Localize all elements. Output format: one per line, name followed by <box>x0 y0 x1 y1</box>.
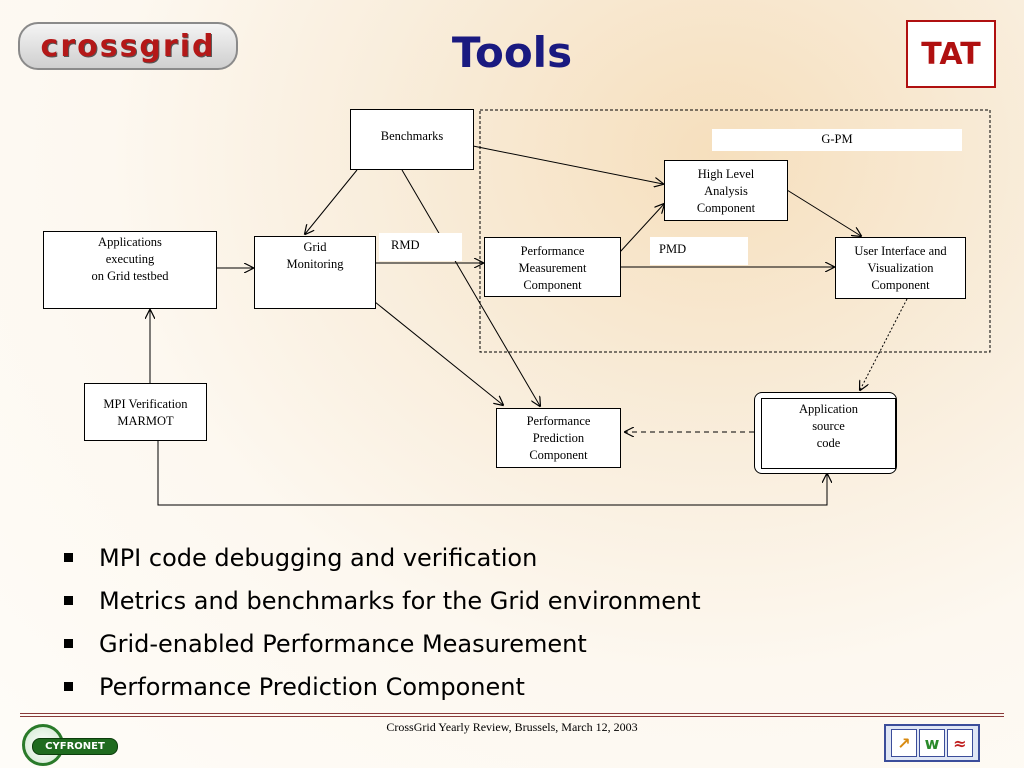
grid-monitoring-box: Grid Monitoring <box>254 236 376 309</box>
bullet-item: Performance Prediction Component <box>60 665 960 708</box>
bullet-item: MPI code debugging and verification <box>60 536 960 579</box>
bullet-text: MPI code debugging and verification <box>99 543 538 572</box>
bullet-item: Grid-enabled Performance Measurement <box>60 622 960 665</box>
tat-logo: TAT <box>906 20 996 88</box>
slide-title: Tools <box>451 28 573 77</box>
footer-rule-top <box>20 713 1004 714</box>
edge-high-to-ui <box>786 189 861 236</box>
gpm-label: G-PM <box>712 129 962 151</box>
application-source-box: Application source code <box>761 398 896 469</box>
performance-prediction-box: Performance Prediction Component <box>496 408 621 468</box>
gpm-region <box>479 109 991 353</box>
bullet-text: Metrics and benchmarks for the Grid envi… <box>99 586 701 615</box>
bullet-square-icon <box>64 639 73 648</box>
edge-mpi-to-source <box>157 441 827 506</box>
bullet-square-icon <box>64 553 73 562</box>
bullet-item: Metrics and benchmarks for the Grid envi… <box>60 579 960 622</box>
bullet-square-icon <box>64 596 73 605</box>
ist-wave-icon: ≈ <box>947 729 973 757</box>
crossgrid-logo: crossgrid <box>18 22 238 70</box>
benchmarks-box: Benchmarks <box>350 109 474 170</box>
applications-box: Applications executing on Grid testbed <box>43 231 217 309</box>
ist-logo: ↗ w ≈ <box>884 724 980 762</box>
mpi-verification-box: MPI Verification MARMOT <box>84 383 207 441</box>
cyfronet-logo-text: CYFRONET <box>32 738 118 755</box>
ist-w-icon: w <box>919 729 945 757</box>
ui-visualization-box: User Interface and Visualization Compone… <box>835 237 966 299</box>
edge-bench-to-grid <box>305 169 358 234</box>
edge-bench-to-high <box>472 145 663 184</box>
edge-bench-to-pred <box>401 169 540 406</box>
bullet-square-icon <box>64 682 73 691</box>
bullet-text: Performance Prediction Component <box>99 672 525 701</box>
bullet-text: Grid-enabled Performance Measurement <box>99 629 587 658</box>
footer-text: CrossGrid Yearly Review, Brussels, March… <box>386 720 638 734</box>
bullet-list: MPI code debugging and verification Metr… <box>60 536 960 708</box>
ist-arrow-icon: ↗ <box>891 729 917 757</box>
pmd-label: PMD <box>650 237 748 265</box>
edge-grid-to-pred <box>374 301 503 405</box>
edge-ui-to-source <box>860 298 908 390</box>
high-level-analysis-box: High Level Analysis Component <box>664 160 788 221</box>
cyfronet-logo: CYFRONET <box>22 724 118 766</box>
edge-pmc-to-high <box>619 204 664 253</box>
rmd-label: RMD <box>379 233 462 261</box>
performance-measurement-box: Performance Measurement Component <box>484 237 621 297</box>
footer-rule-bottom <box>20 716 1004 717</box>
